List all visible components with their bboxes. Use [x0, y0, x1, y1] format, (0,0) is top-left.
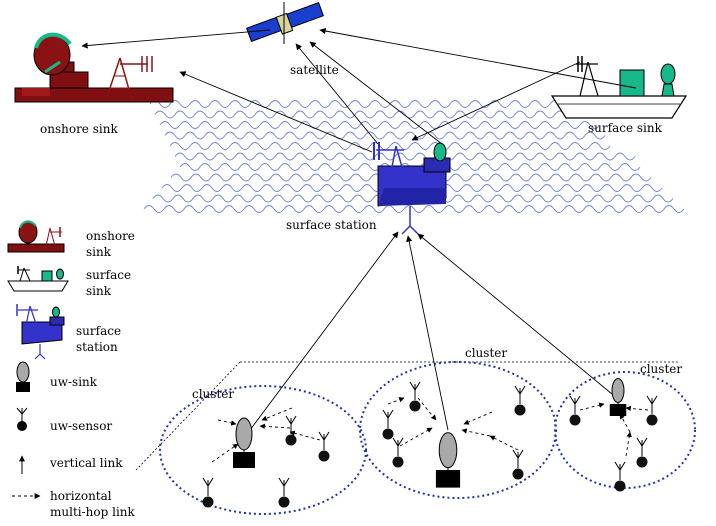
wave-row [169, 142, 611, 150]
uw-sensor-icon [569, 395, 581, 426]
wave-row [149, 100, 571, 108]
radio-links [81, 27, 637, 153]
legend-onshore-sink-icon [7, 220, 65, 253]
horizontal-links [211, 397, 649, 463]
cluster-label-middle: cluster [465, 346, 508, 360]
vertical-links [249, 231, 613, 431]
uw-sensor-icon [614, 461, 626, 492]
legend-horizontal-link-line2: multi-hop link [50, 505, 135, 519]
network-nodes [202, 378, 658, 508]
uw-sensor-icon [392, 437, 404, 468]
legend-surface-sink-line2: sink [86, 284, 111, 298]
uw-sensor-icon [318, 431, 330, 462]
legend-horizontal-link: horizontal multi-hop link [50, 488, 135, 520]
legend-uw-sink-icon [16, 361, 30, 392]
uw-sensor-icon [278, 477, 290, 508]
legend-uw-sensor-icon [16, 407, 28, 431]
legend-surface-station: surface station [76, 323, 121, 355]
legend-uw-sensor: uw-sensor [50, 419, 113, 433]
cluster-label-right: cluster [640, 362, 683, 376]
legend-onshore-sink: onshore sink [86, 228, 135, 260]
wave-row [164, 131, 606, 140]
cluster-label-left: cluster [192, 387, 235, 401]
uw-sensor-icon [202, 477, 214, 508]
uw-sink-icon [233, 417, 255, 468]
uw-sensor-icon [382, 409, 394, 440]
surface-station-icon [373, 142, 451, 235]
legend-surface-sink-icon [7, 266, 69, 292]
legend-surface-station-line1: surface [76, 324, 122, 338]
legend-uw-sink: uw-sink [50, 375, 98, 389]
legend-horizontal-link-line1: horizontal [50, 489, 112, 503]
seafloor-outline [135, 361, 680, 471]
uw-sensor-icon [514, 385, 526, 416]
satellite-label: satellite [290, 63, 339, 77]
legend-surface-station-line2: station [76, 340, 118, 354]
onshore-sink-label: onshore sink [40, 122, 118, 136]
legend-surface-sink-line1: surface [86, 268, 132, 282]
surface-sink-label: surface sink [588, 121, 662, 135]
uw-sensor-icon [512, 449, 524, 480]
uw-sink-icon [435, 432, 461, 488]
legend-surface-sink: surface sink [86, 267, 131, 299]
legend-icons [7, 220, 69, 499]
legend-vertical-link: vertical link [50, 456, 123, 470]
uw-sensor-icon [646, 395, 658, 426]
wave-row [154, 110, 576, 119]
surface-station-label: surface station [286, 218, 377, 232]
wave-row [174, 152, 636, 161]
uw-sensor-icon [409, 381, 421, 412]
uw-sink-icon [609, 378, 627, 416]
uw-sensor-icon [636, 437, 648, 468]
legend-onshore-sink-line2: sink [86, 245, 111, 259]
legend-surface-station-icon [16, 304, 65, 360]
surface-sink-icon [550, 56, 688, 119]
wave-row [159, 121, 601, 129]
uw-sensor-icon [285, 415, 297, 446]
wave-row [143, 205, 685, 213]
legend-onshore-sink-line1: onshore [86, 229, 135, 243]
onshore-sink-icon [14, 32, 174, 103]
satellite-icon [245, 1, 325, 44]
